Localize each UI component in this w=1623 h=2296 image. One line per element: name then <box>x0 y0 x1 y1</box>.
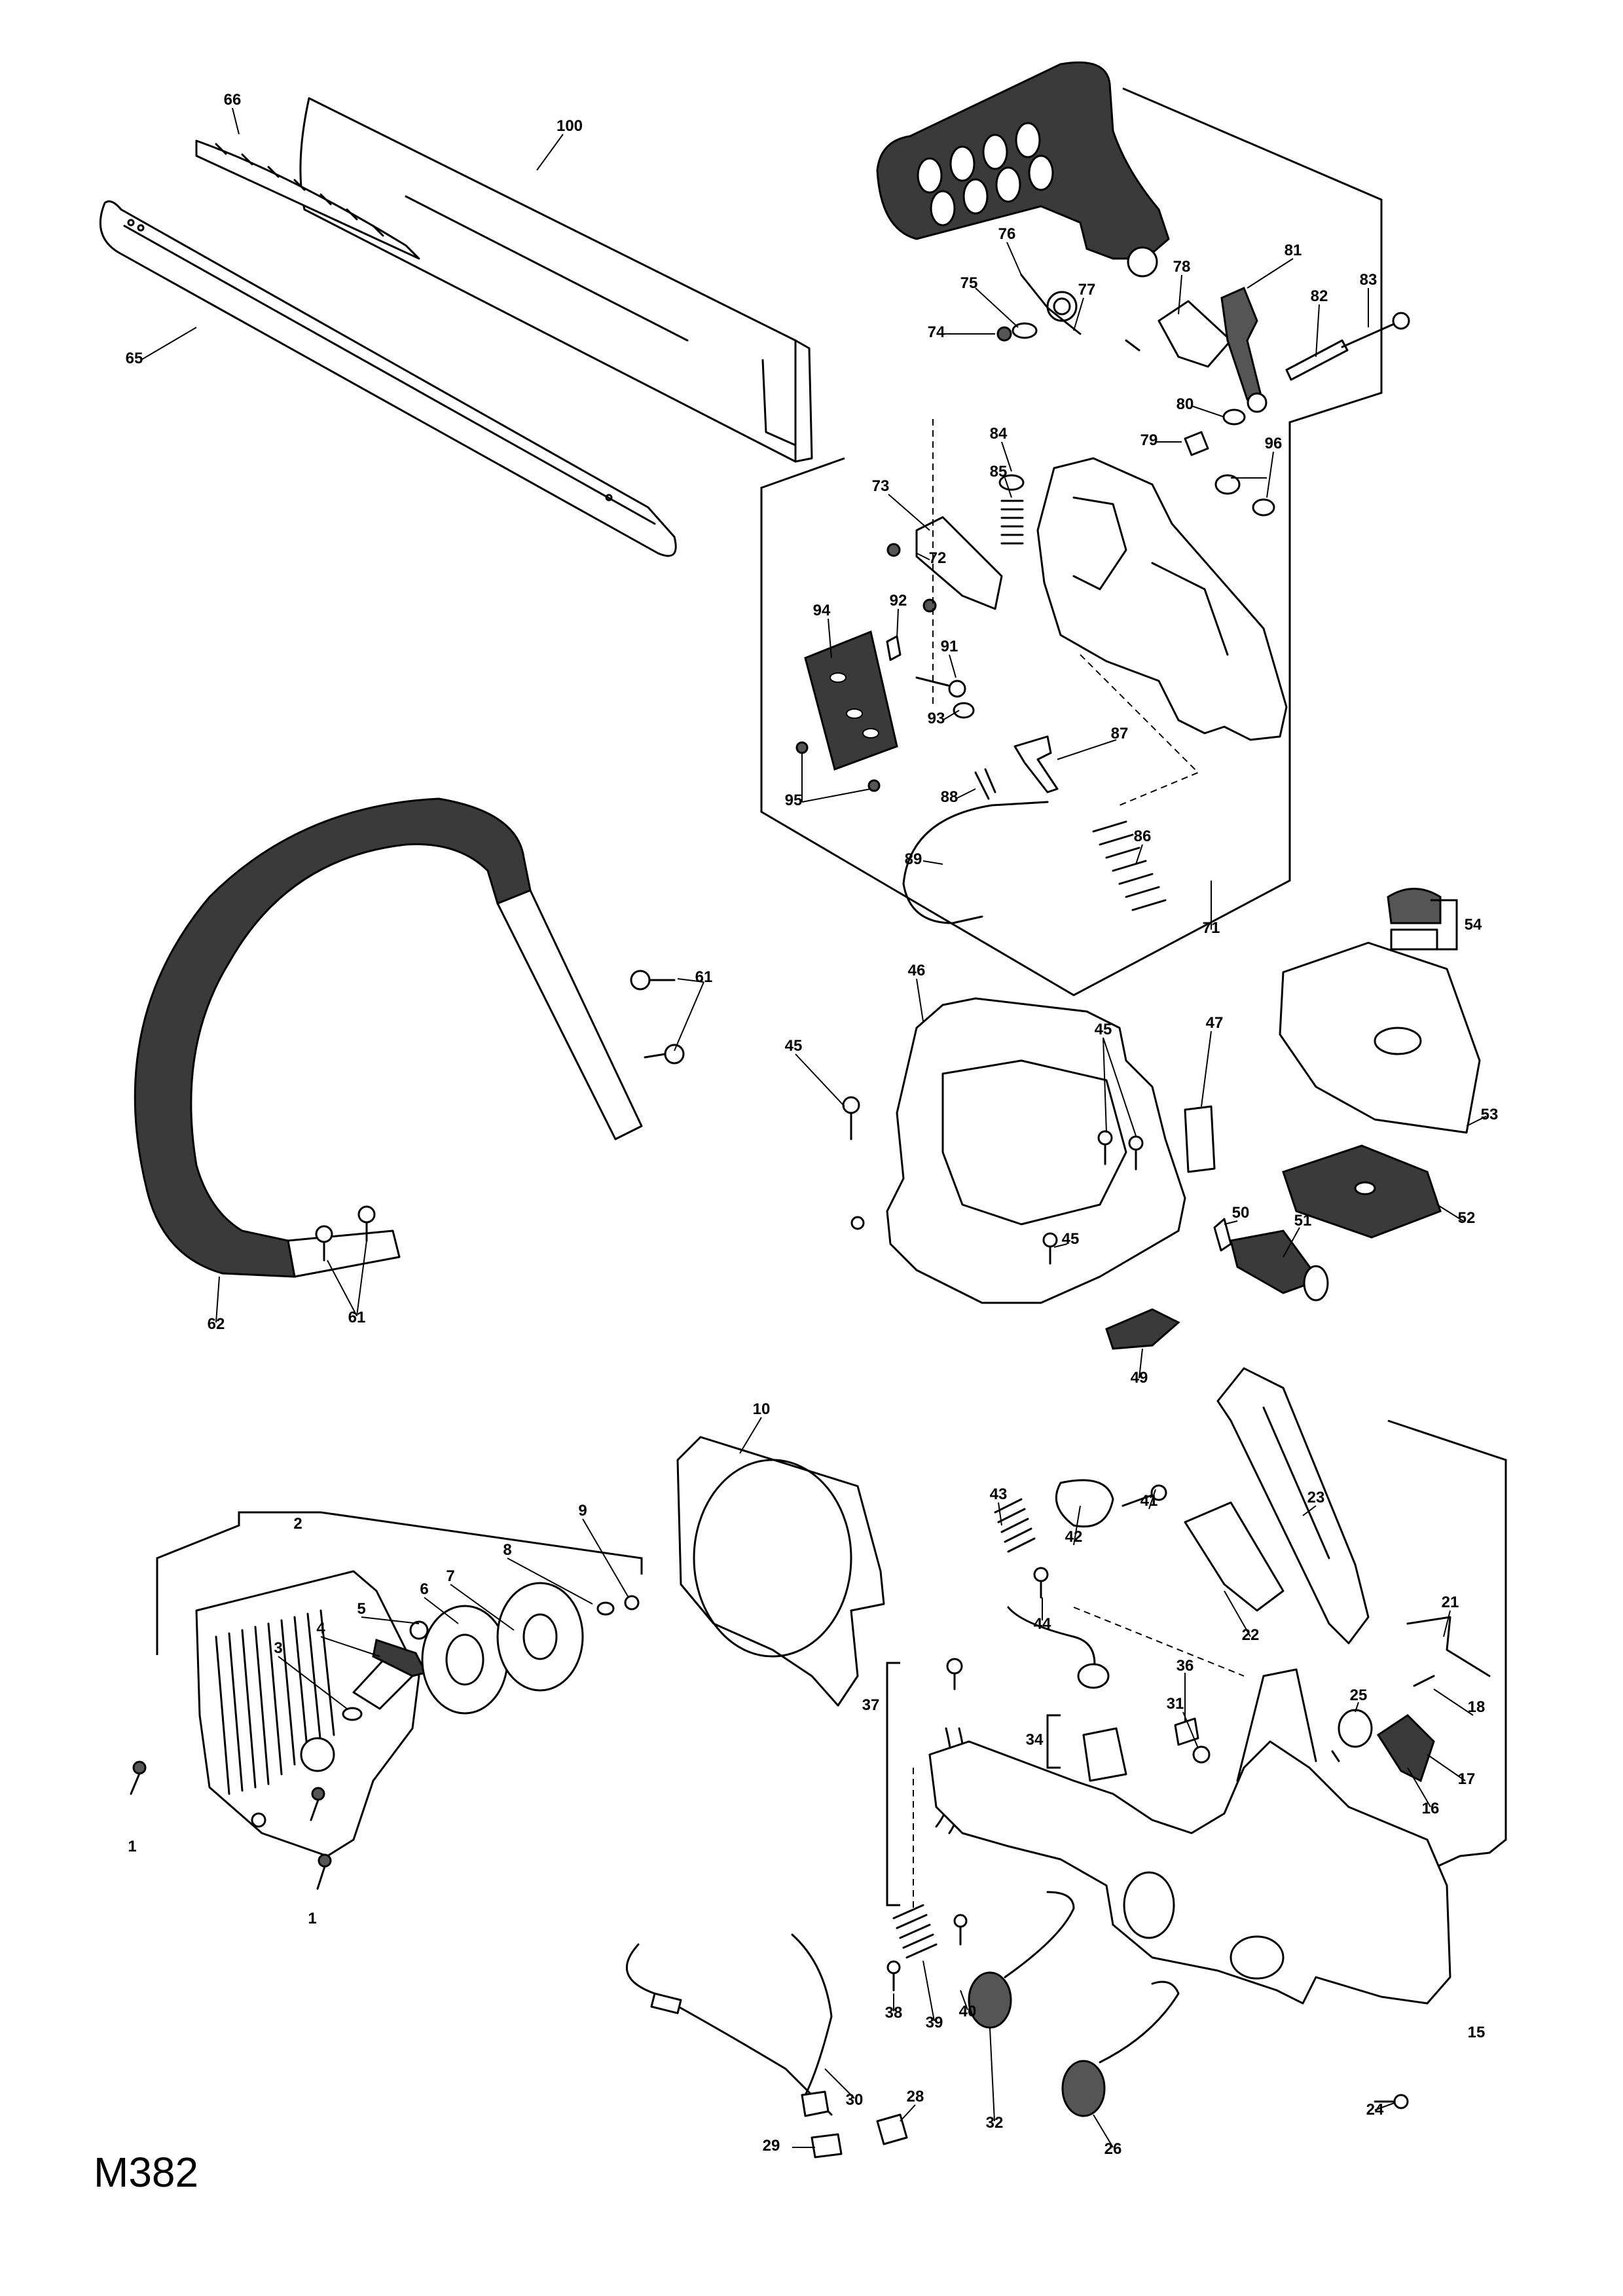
part-label-p72: 72 <box>929 549 947 567</box>
part-label-p81: 81 <box>1285 242 1302 259</box>
part-label-p9: 9 <box>578 1502 587 1520</box>
part-label-p79: 79 <box>1140 431 1158 449</box>
chain-brake-group <box>760 61 1410 996</box>
part-label-p5: 5 <box>357 1600 365 1618</box>
part-label-p2: 2 <box>293 1515 302 1533</box>
part-label-p43: 43 <box>990 1485 1008 1503</box>
part-label-p34: 34 <box>1026 1731 1044 1749</box>
crankcase-group <box>625 1367 1507 2159</box>
part-label-p6: 6 <box>420 1580 428 1598</box>
part-label-p95: 95 <box>785 792 803 809</box>
part-label-p15: 15 <box>1468 2024 1486 2041</box>
part-label-p61b: 61 <box>348 1309 366 1326</box>
starter-group <box>130 1436 885 1890</box>
part-label-p80: 80 <box>1176 395 1194 413</box>
part-label-p21: 21 <box>1442 1594 1459 1611</box>
part-label-p32: 32 <box>986 2114 1004 2132</box>
top-cover-group <box>842 888 1481 1350</box>
part-label-p46: 46 <box>908 962 926 979</box>
part-label-p94: 94 <box>813 602 831 619</box>
part-label-p53: 53 <box>1481 1106 1499 1123</box>
part-label-p62: 62 <box>208 1315 225 1333</box>
guide-bar-assembly <box>99 97 813 557</box>
part-label-p45c: 45 <box>1062 1230 1080 1248</box>
part-label-p22: 22 <box>1242 1626 1260 1644</box>
part-label-p30: 30 <box>846 2091 864 2109</box>
part-label-p18: 18 <box>1468 1698 1486 1716</box>
part-label-p47: 47 <box>1206 1014 1224 1032</box>
part-label-p66: 66 <box>224 91 242 109</box>
part-label-p4: 4 <box>316 1620 325 1637</box>
part-label-p7: 7 <box>446 1567 454 1585</box>
part-label-p45b: 45 <box>1095 1021 1112 1038</box>
front-handle <box>134 797 685 1278</box>
part-label-p38: 38 <box>885 2004 903 2022</box>
part-label-p31: 31 <box>1167 1695 1184 1713</box>
part-label-p71: 71 <box>1203 919 1220 937</box>
part-label-p84: 84 <box>990 425 1008 443</box>
part-label-p100: 100 <box>556 117 583 135</box>
part-label-p37: 37 <box>862 1696 880 1714</box>
part-label-p86: 86 <box>1134 828 1152 845</box>
part-label-p29: 29 <box>763 2137 780 2155</box>
part-label-p83: 83 <box>1360 271 1377 289</box>
part-label-p26: 26 <box>1104 2140 1122 2158</box>
part-label-p61a: 61 <box>695 968 713 986</box>
part-label-p78: 78 <box>1173 258 1191 276</box>
part-label-p40: 40 <box>959 2003 977 2020</box>
part-label-p10: 10 <box>753 1400 771 1418</box>
part-label-p17: 17 <box>1458 1770 1476 1788</box>
part-label-p92: 92 <box>890 592 907 610</box>
part-label-p87: 87 <box>1111 725 1129 742</box>
part-label-p16: 16 <box>1422 1800 1440 1817</box>
part-label-p39: 39 <box>926 2014 943 2032</box>
part-label-p42: 42 <box>1065 1528 1083 1546</box>
part-label-p65: 65 <box>126 350 143 367</box>
part-label-p49: 49 <box>1131 1369 1148 1387</box>
part-label-p24: 24 <box>1366 2101 1384 2119</box>
part-label-p75: 75 <box>960 274 978 292</box>
part-label-p28: 28 <box>907 2088 924 2105</box>
part-label-p91: 91 <box>941 638 958 655</box>
part-label-p54: 54 <box>1465 916 1482 934</box>
part-label-p41: 41 <box>1140 1492 1158 1510</box>
part-label-p8: 8 <box>503 1541 511 1559</box>
part-label-p93: 93 <box>928 710 945 727</box>
part-label-p36: 36 <box>1176 1657 1194 1675</box>
part-label-p96: 96 <box>1265 435 1283 452</box>
part-label-p23: 23 <box>1307 1489 1325 1506</box>
part-label-p85: 85 <box>990 463 1008 481</box>
part-label-p76: 76 <box>998 225 1016 243</box>
leader-lines <box>140 107 1487 2148</box>
part-label-p73: 73 <box>872 477 890 495</box>
part-label-p3: 3 <box>274 1639 282 1657</box>
part-label-p77: 77 <box>1078 281 1096 299</box>
part-label-p88: 88 <box>941 788 958 806</box>
part-label-p52: 52 <box>1458 1209 1476 1227</box>
part-label-p45a: 45 <box>785 1037 803 1055</box>
part-label-p50: 50 <box>1232 1204 1250 1222</box>
part-number-labels: 1006665767574777881828380798485967372929… <box>126 91 1499 2158</box>
part-label-p51: 51 <box>1294 1212 1312 1230</box>
part-label-p74: 74 <box>928 323 945 341</box>
part-label-p25: 25 <box>1350 1686 1368 1704</box>
part-label-p82: 82 <box>1311 287 1328 305</box>
part-label-p89: 89 <box>905 850 922 868</box>
part-label-p1a: 1 <box>128 1838 136 1855</box>
part-label-p44: 44 <box>1034 1615 1051 1633</box>
part-label-p1b: 1 <box>308 1910 316 1927</box>
figure-code: M382 <box>94 2149 198 2196</box>
